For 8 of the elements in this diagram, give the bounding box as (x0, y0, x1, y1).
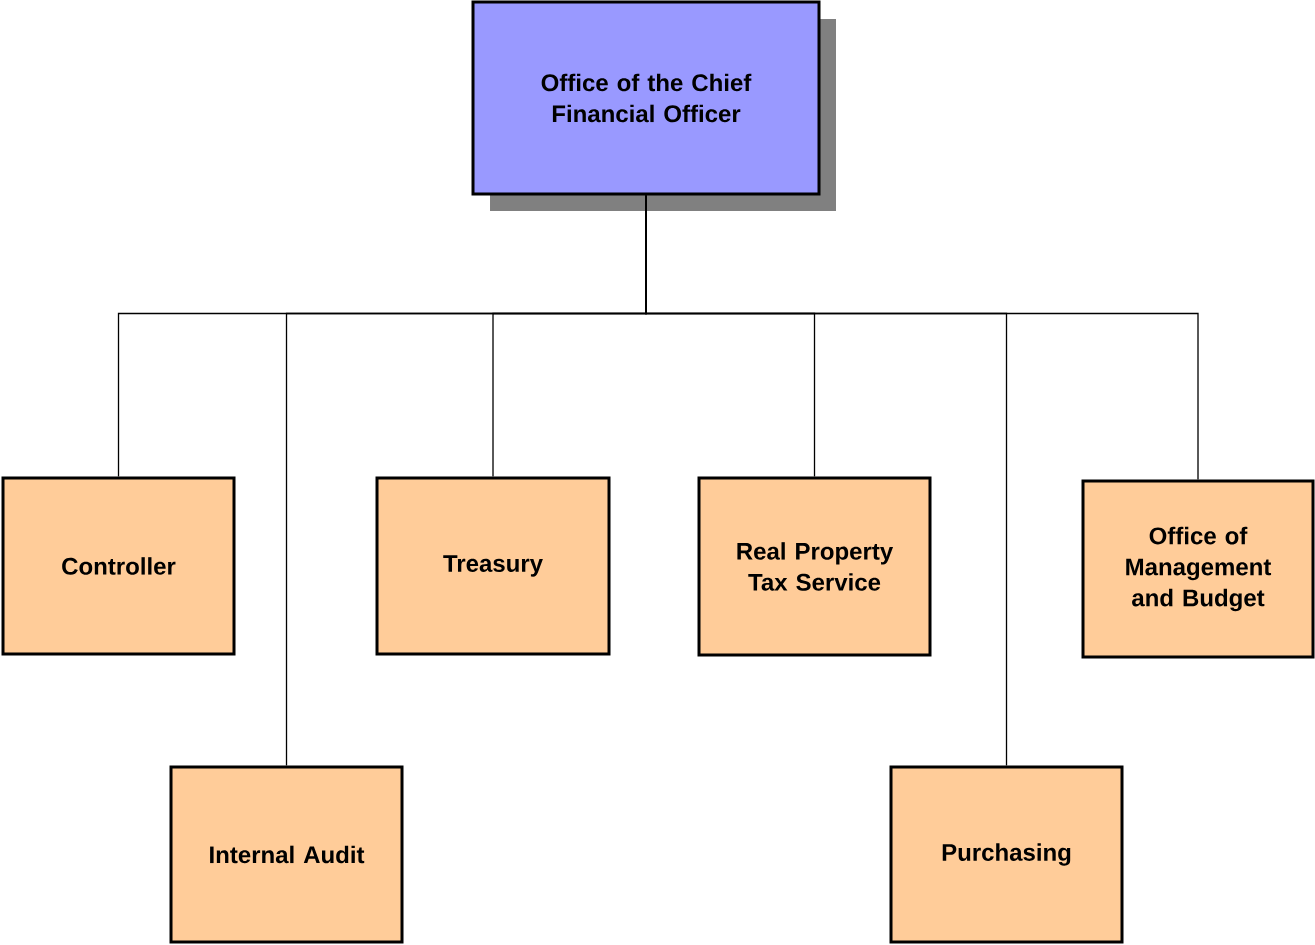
org-box: Office of the Chief Financial Officer (471, 0, 836, 211)
org-box: Controller (1, 476, 236, 656)
org-box: Real Property Tax Service (697, 476, 932, 657)
connector-line (645, 194, 1199, 481)
org-box: Office of Management and Budget (1081, 479, 1315, 659)
org-box: Purchasing (889, 765, 1124, 944)
org-box: Treasury (375, 476, 611, 656)
org-box: Internal Audit (169, 765, 404, 944)
